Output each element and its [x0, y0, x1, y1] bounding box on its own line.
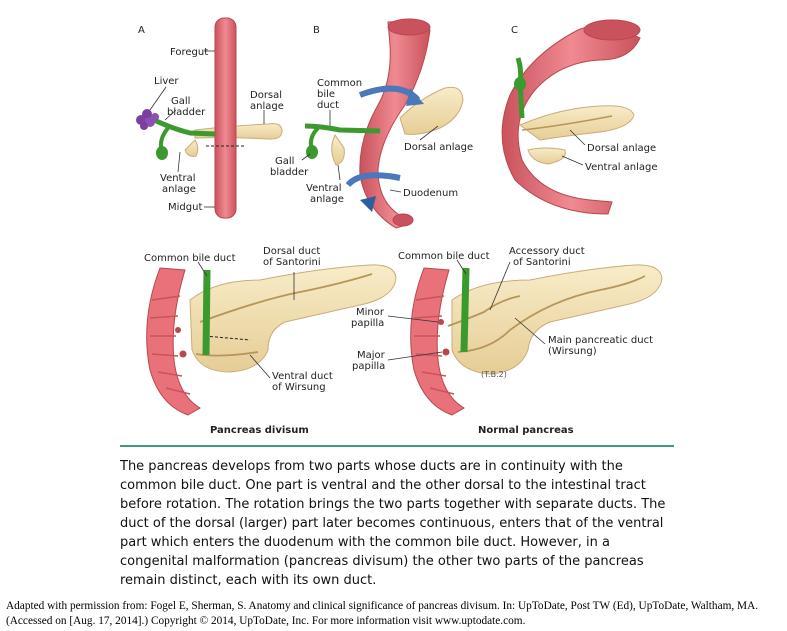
label-ventral-duct-2: of Wirsung: [272, 382, 326, 393]
label-ventral-b-1: Ventral: [306, 183, 342, 194]
label-gall-b-2: bladder: [270, 167, 309, 178]
label-cbd-b-3: duct: [317, 100, 339, 111]
label-cbd-normal: Common bile duct: [398, 251, 490, 262]
label-major-2: papilla: [352, 361, 385, 372]
minor-papilla-divisum: [175, 327, 181, 333]
panel-b-letter: B: [313, 25, 320, 36]
divisum-figure: Common bile duct Dorsal duct of Santorin…: [144, 246, 396, 436]
minor-papilla-normal: [438, 319, 444, 325]
liver-icon: [136, 109, 159, 130]
label-cbd-b-2: bile: [317, 89, 335, 100]
label-ventral-c: Ventral anlage: [585, 162, 658, 173]
label-gall-b-1: Gall: [275, 156, 294, 167]
gall-bladder-b: [306, 145, 318, 159]
normal-figure: Common bile duct Accessory duct of Santo…: [351, 246, 662, 436]
major-papilla-divisum: [180, 351, 187, 358]
ventral-anlage-c: [528, 148, 565, 164]
label-main-duct-2: (Wirsung): [548, 346, 597, 357]
label-dorsal-duct-1: Dorsal duct: [263, 246, 320, 257]
label-ventral-duct-1: Ventral duct: [272, 371, 333, 382]
label-major-1: Major: [357, 350, 386, 361]
rotation-arrow-bottom-head: [360, 196, 376, 212]
foregut-tube: [215, 18, 236, 218]
label-dorsal-duct-2: of Santorini: [263, 257, 321, 268]
ventral-anlage-a: [185, 140, 198, 156]
label-ventral-a-2: anlage: [162, 184, 196, 195]
label-ventral-b-2: anlage: [310, 194, 344, 205]
bile-duct-a: [150, 118, 215, 134]
cbd-divisum: [206, 270, 207, 355]
label-liver: Liver: [154, 76, 179, 87]
label-ventral-a-1: Ventral: [160, 173, 196, 184]
duodenum-c-opening: [584, 20, 640, 40]
label-foregut: Foregut: [170, 47, 208, 58]
label-duodenum: Duodenum: [403, 188, 458, 199]
title-divisum: Pancreas divisum: [210, 425, 309, 436]
title-normal: Normal pancreas: [478, 425, 574, 436]
duodenum-b-opening: [388, 19, 430, 35]
major-papilla-normal: [443, 349, 450, 356]
artist-signature: (T.B.2): [481, 370, 507, 379]
panel-c-letter: C: [511, 25, 518, 36]
label-dorsal-b: Dorsal anlage: [404, 142, 473, 153]
panel-a: A Foregut Liver Gall b: [136, 18, 284, 218]
label-accessory-2: of Santorini: [513, 257, 571, 268]
cbd-normal: [464, 268, 466, 352]
label-accessory-1: Accessory duct: [509, 246, 585, 257]
gall-bladder-c: [514, 77, 526, 91]
panel-c: C Dorsal anlage Ventral anlage: [502, 20, 657, 214]
panel-b: B Common bile duct Gall bladder Ventral …: [270, 19, 473, 228]
label-cbd-b-1: Common: [317, 78, 362, 89]
label-cbd-divisum: Common bile duct: [144, 253, 236, 264]
label-gall-bladder-a-1: Gall: [171, 96, 190, 107]
label-gall-bladder-a-2: bladder: [167, 107, 206, 118]
duodenum-b-end: [393, 214, 413, 226]
source-attribution: Adapted with permission from: Fogel E, S…: [6, 599, 786, 629]
label-minor-1: Minor: [356, 307, 385, 318]
caption-text: The pancreas develops from two parts who…: [120, 457, 680, 590]
label-main-duct-1: Main pancreatic duct: [548, 335, 653, 346]
gall-bladder-a: [156, 146, 168, 160]
ventral-anlage-b: [332, 135, 345, 165]
panel-a-letter: A: [138, 25, 145, 36]
label-dorsal-a-1: Dorsal: [250, 90, 282, 101]
label-midgut: Midgut: [168, 202, 202, 213]
label-dorsal-c: Dorsal anlage: [587, 143, 656, 154]
label-dorsal-a-2: anlage: [250, 101, 284, 112]
label-minor-2: papilla: [351, 318, 384, 329]
